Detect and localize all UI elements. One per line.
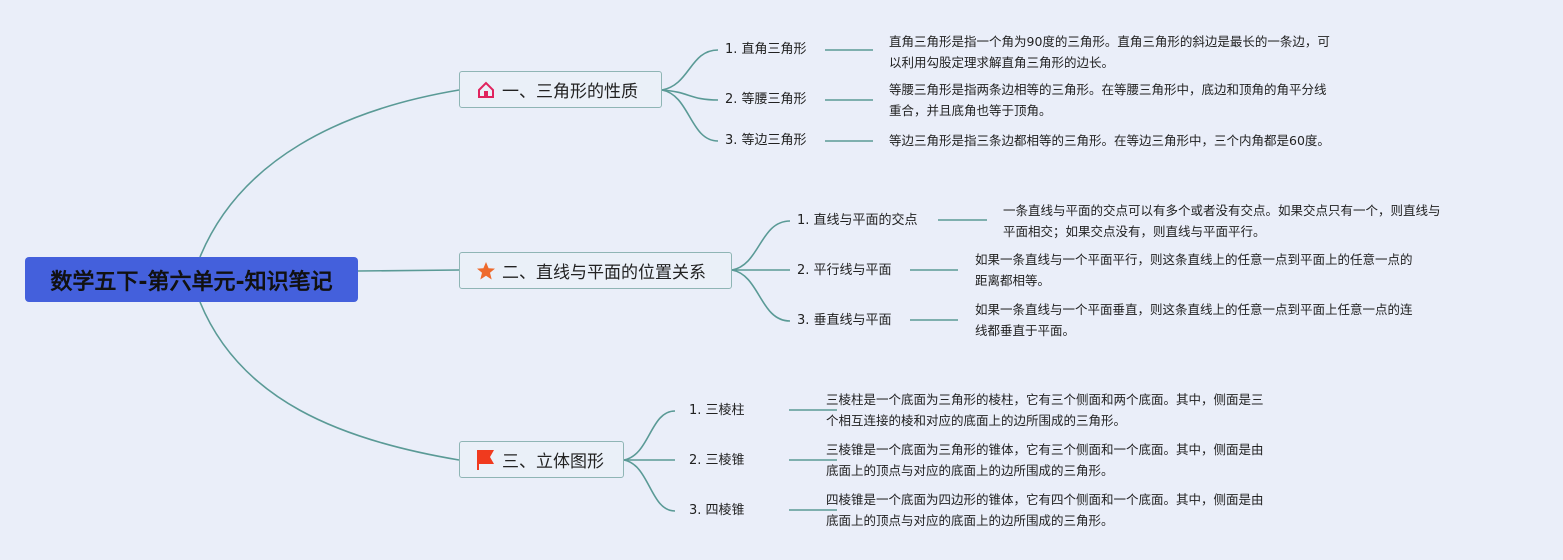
note-perpendicular-line-plane: 如果一条直线与一个平面垂直，则这条直线上的任意一点到平面上任意一点的连线都垂直于… [975, 302, 1413, 338]
link-root-branch2 [357, 269, 460, 272]
star-icon [476, 261, 496, 281]
note-isosceles-triangle: 等腰三角形是指两条边相等的三角形。在等腰三角形中，底边和顶角的角平分线重合，并且… [889, 82, 1327, 118]
subtopic-line-plane-intersection[interactable]: 1. 直线与平面的交点 [797, 213, 918, 228]
subtopic-triangular-prism[interactable]: 1. 三棱柱 [689, 403, 745, 418]
note-triangular-prism: 三棱柱是一个底面为三角形的棱柱，它有三个侧面和两个底面。其中，侧面是三个相互连接… [826, 392, 1264, 428]
subtopic-square-pyramid[interactable]: 3. 四棱锥 [689, 503, 745, 518]
subtopic-right-triangle[interactable]: 1. 直角三角形 [725, 42, 807, 57]
branch-solid-figures[interactable]: 三、立体图形 [459, 441, 624, 478]
note-equilateral-triangle: 等边三角形是指三条边都相等的三角形。在等边三角形中，三个内角都是60度。 [889, 133, 1330, 148]
note-right-triangle: 直角三角形是指一个角为90度的三角形。直角三角形的斜边是最长的一条边，可以利用勾… [889, 34, 1330, 70]
subtopic-perpendicular-line-plane[interactable]: 3. 垂直线与平面 [797, 313, 892, 328]
subtopic-parallel-line-plane[interactable]: 2. 平行线与平面 [797, 263, 892, 278]
link-root-branch1 [199, 89, 460, 258]
subtopic-isosceles-triangle[interactable]: 2. 等腰三角形 [725, 92, 807, 107]
branch-triangle-properties[interactable]: 一、三角形的性质 [459, 71, 662, 108]
link-root-branch3 [199, 301, 460, 461]
root-title: 数学五下-第六单元-知识笔记 [50, 269, 333, 295]
root-topic[interactable]: 数学五下-第六单元-知识笔记 [25, 257, 358, 302]
flag-icon [476, 449, 496, 470]
home-icon [476, 80, 496, 100]
branch-title: 三、立体图形 [502, 452, 604, 472]
note-triangular-pyramid: 三棱锥是一个底面为三角形的锥体，它有三个侧面和一个底面。其中，侧面是由底面上的顶… [826, 442, 1264, 478]
note-line-plane-intersection: 一条直线与平面的交点可以有多个或者没有交点。如果交点只有一个，则直线与平面相交；… [1003, 203, 1441, 239]
branch-line-plane[interactable]: 二、直线与平面的位置关系 [459, 252, 732, 289]
subtopic-equilateral-triangle[interactable]: 3. 等边三角形 [725, 133, 807, 148]
branch-title: 一、三角形的性质 [502, 82, 638, 102]
note-parallel-line-plane: 如果一条直线与一个平面平行，则这条直线上的任意一点到平面上的任意一点的距离都相等… [975, 252, 1413, 288]
subtopic-triangular-pyramid[interactable]: 2. 三棱锥 [689, 453, 745, 468]
note-square-pyramid: 四棱锥是一个底面为四边形的锥体，它有四个侧面和一个底面。其中，侧面是由底面上的顶… [826, 492, 1264, 528]
branch-title: 二、直线与平面的位置关系 [502, 263, 706, 283]
